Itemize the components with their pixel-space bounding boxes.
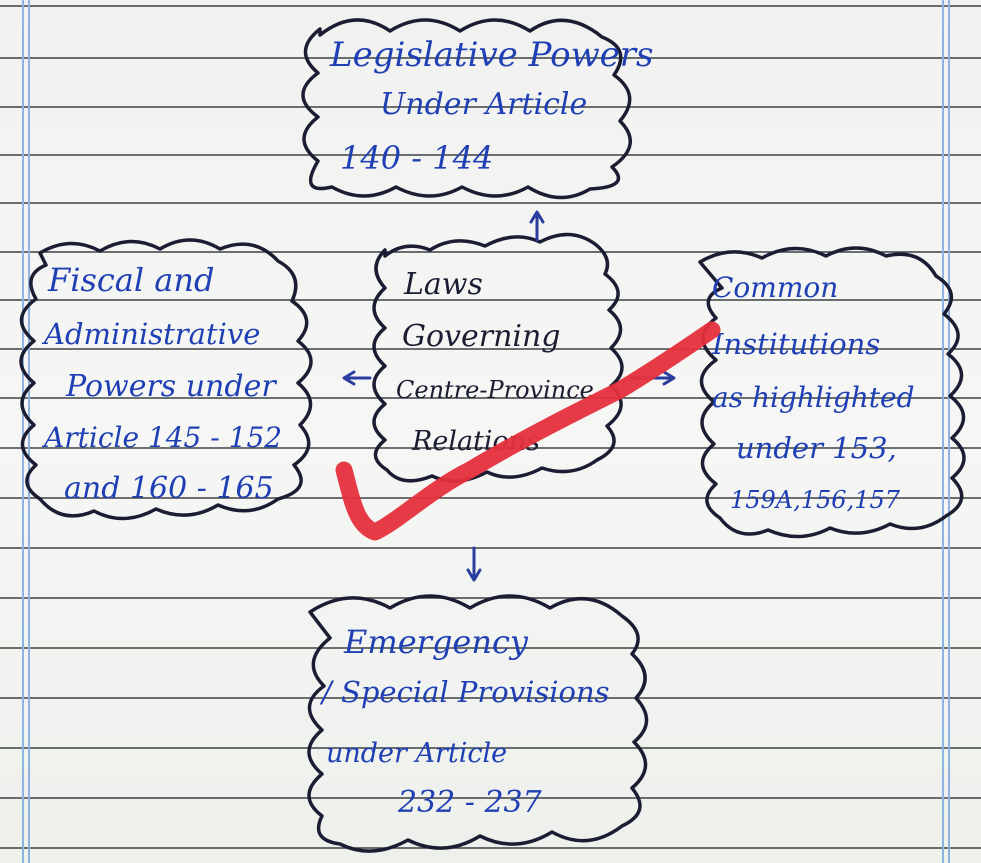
center-line-3: Centre-Province <box>396 376 594 404</box>
top-line-2: Under Article <box>380 87 588 122</box>
right-line-1: Common <box>712 271 839 304</box>
arrow-up <box>529 210 545 242</box>
bottom-line-4: 232 - 237 <box>398 785 542 820</box>
arrows <box>342 210 676 582</box>
cloud-left <box>19 238 313 521</box>
cloud-bottom <box>307 594 649 853</box>
left-line-4: Article 145 - 152 <box>44 421 283 454</box>
cloud-right <box>698 246 966 539</box>
cloud-top <box>301 18 633 200</box>
top-line-1: Legislative Powers <box>330 35 654 75</box>
arrow-left <box>342 370 372 386</box>
right-line-4: under 153, <box>736 431 897 465</box>
cloud-center <box>372 232 624 483</box>
right-line-2: Institutions <box>712 327 881 361</box>
arrow-down <box>466 546 482 582</box>
right-line-3: as highlighted <box>712 381 915 414</box>
left-line-2: Administrative <box>44 317 261 351</box>
left-line-3: Powers under <box>66 369 276 404</box>
bottom-line-3: under Article <box>326 738 508 769</box>
center-line-1: Laws <box>404 267 483 302</box>
top-line-3: 140 - 144 <box>340 139 494 177</box>
left-line-1: Fiscal and <box>48 261 215 299</box>
left-line-5: and 160 - 165 <box>64 471 274 506</box>
bottom-line-2: / Special Provisions <box>322 675 610 709</box>
bottom-line-1: Emergency <box>344 623 528 661</box>
right-line-5: 159A,156,157 <box>730 486 901 514</box>
center-line-2: Governing <box>402 319 561 354</box>
